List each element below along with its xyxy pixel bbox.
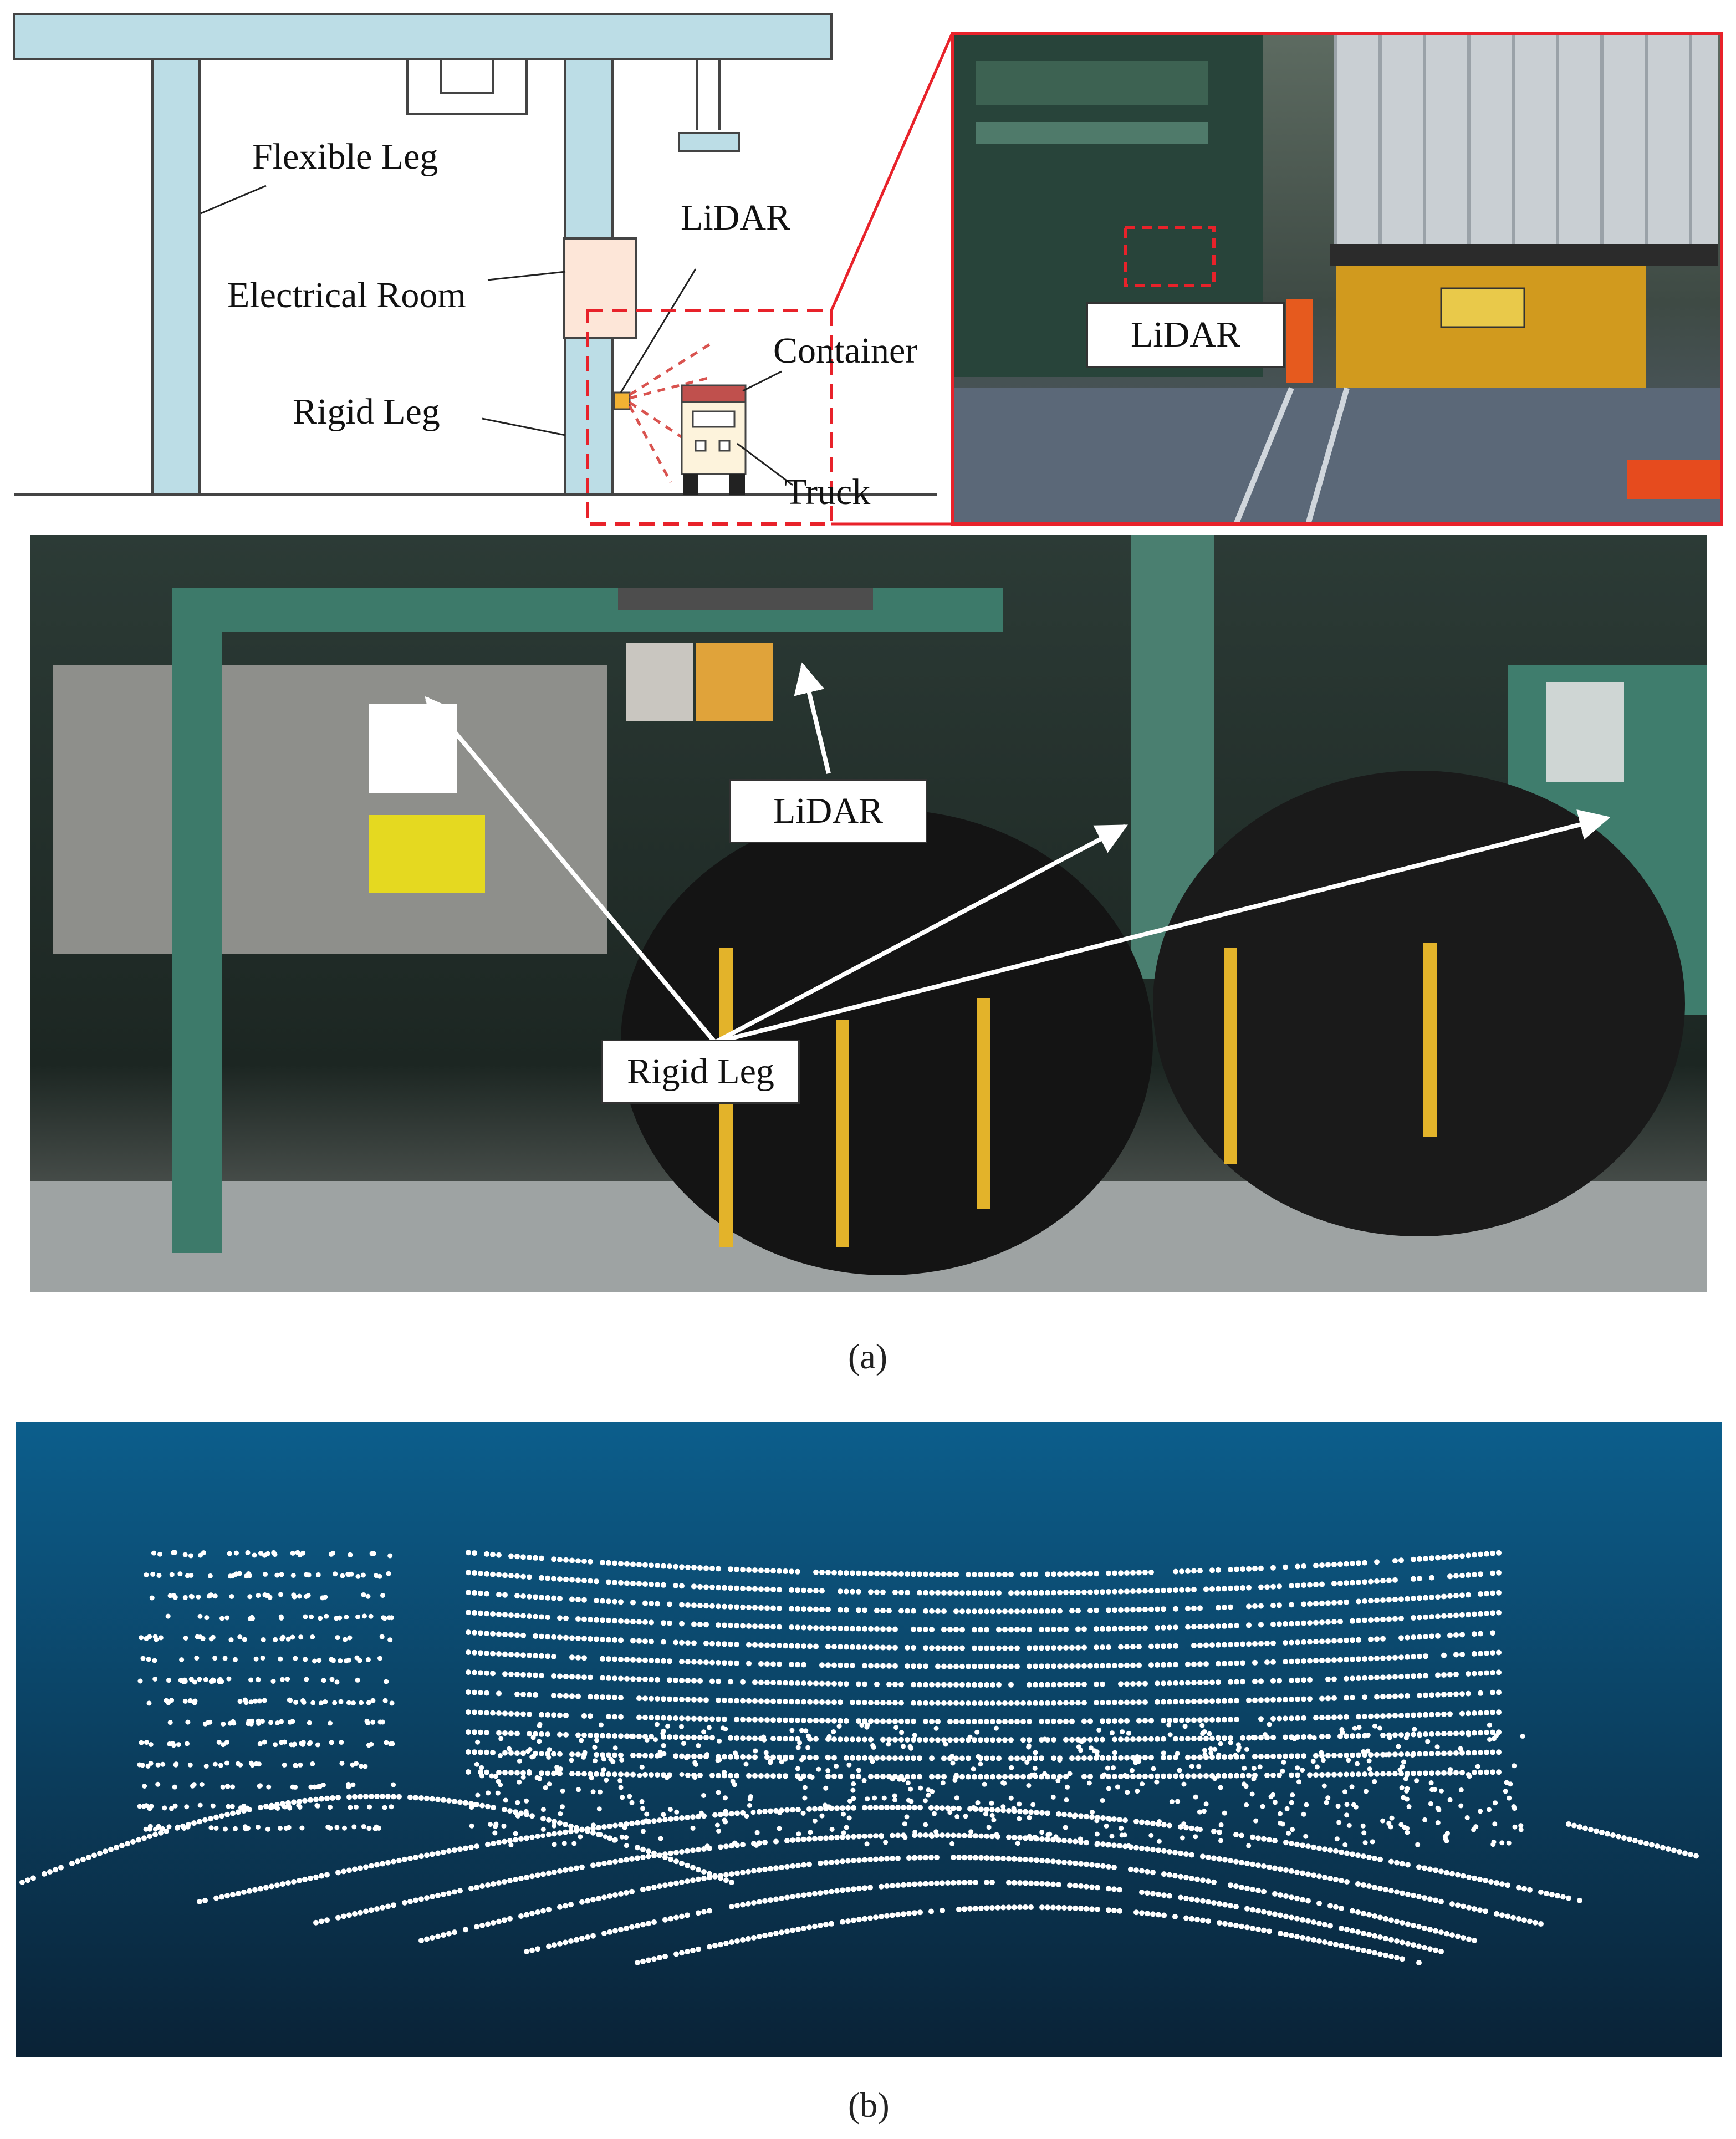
photo-container-truck (951, 32, 1723, 526)
label-electrical-room: Electrical Room (227, 275, 466, 315)
label-rigid-leg-schematic: Rigid Leg (293, 391, 440, 432)
label-flexible-leg: Flexible Leg (252, 136, 438, 177)
truck-container-icon (681, 384, 747, 495)
photo-rigid-leg (30, 535, 1707, 1292)
highlight-region (586, 309, 833, 526)
label-lidar-photo-top: LiDAR (1086, 302, 1285, 368)
photo-arrows (425, 662, 1611, 1045)
lidar-sensor-shape (613, 391, 631, 410)
label-lidar-schematic: LiDAR (681, 197, 790, 238)
photo-lidar-highlight (1124, 226, 1216, 287)
label-container: Container (773, 330, 918, 371)
crane-schematic (13, 13, 954, 526)
electrical-room-shape (563, 237, 637, 339)
schematic-leaders (200, 185, 793, 486)
label-lidar-photo-bottom: LiDAR (729, 779, 927, 843)
flexible-leg-shape (151, 58, 201, 496)
point-cloud-points (19, 1550, 1699, 1965)
caption-b: (b) (848, 2085, 890, 2125)
label-rigid-leg-photo: Rigid Leg (601, 1040, 800, 1104)
caption-a: (a) (848, 1337, 888, 1376)
point-cloud-panel (16, 1422, 1722, 2057)
spreader-shape (678, 132, 740, 152)
trolley-shape (406, 59, 528, 115)
spreader-hanger (696, 59, 721, 130)
crane-top-beam (13, 13, 833, 60)
lidar-rays (628, 339, 716, 483)
highlight-connector-1 (830, 33, 954, 311)
label-truck: Truck (784, 472, 871, 512)
